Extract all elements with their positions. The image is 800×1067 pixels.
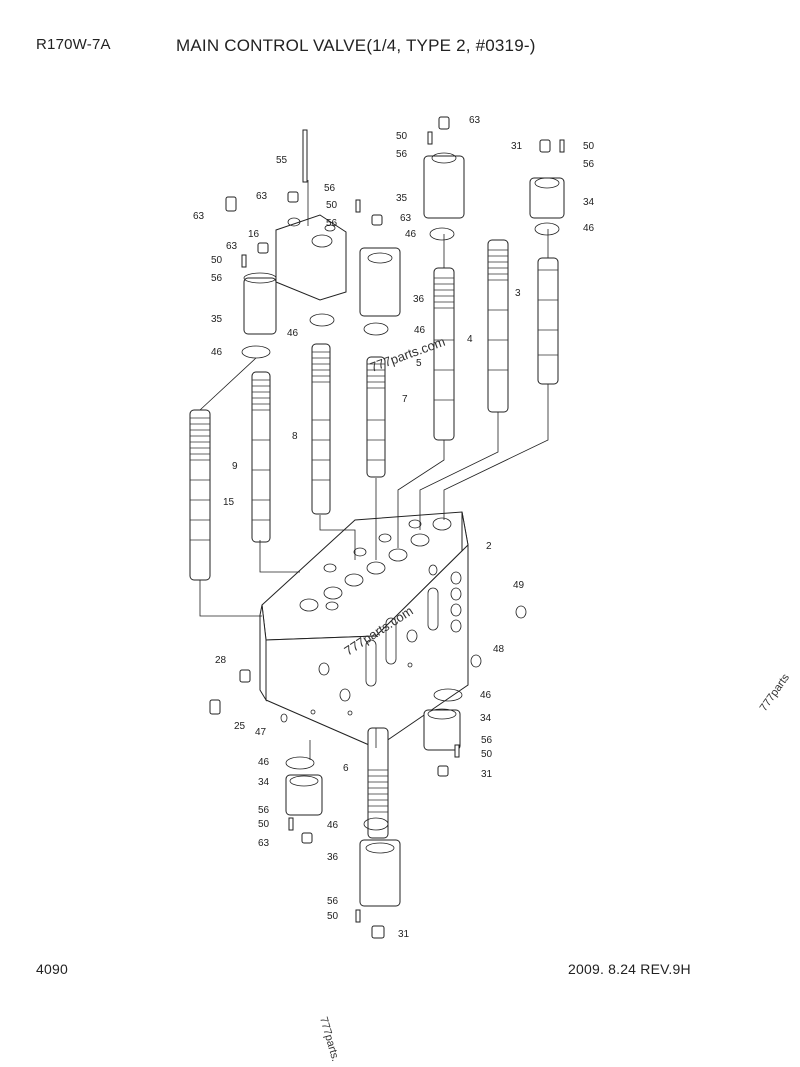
- callout-label: 46: [287, 328, 299, 339]
- callout-label: 36: [327, 852, 339, 863]
- callout-label: 50: [258, 819, 270, 830]
- spool-6: [367, 727, 389, 839]
- callout-label: 56: [324, 183, 336, 194]
- spool-4: [487, 239, 509, 413]
- callout-label: 25: [234, 721, 246, 732]
- callout-label: 4: [467, 334, 473, 345]
- callout-label: 63: [258, 838, 270, 849]
- callout-label: 46: [258, 757, 270, 768]
- callout-label: 50: [211, 255, 223, 266]
- callout-label: 56: [583, 159, 595, 170]
- callout-label: 46: [211, 347, 223, 358]
- callout-label: 63: [400, 213, 412, 224]
- callout-label: 56: [481, 735, 493, 746]
- callout-label: 28: [215, 655, 227, 666]
- callout-label: 5: [416, 358, 422, 369]
- callout-label: 50: [481, 749, 493, 760]
- callout-label: 50: [583, 141, 595, 152]
- callout-label: 2: [486, 541, 492, 552]
- callout-label: 6: [343, 763, 349, 774]
- callout-labels: 63 50 56 55 56 63 50 56 63 35 46 31 50 5…: [193, 115, 595, 940]
- callout-label: 9: [232, 461, 238, 472]
- assembly-lines: [199, 180, 549, 760]
- spool-9: [251, 371, 271, 543]
- page-title: MAIN CONTROL VALVE(1/4, TYPE 2, #0319-): [176, 36, 536, 55]
- callout-label: 8: [292, 431, 298, 442]
- callout-label: 63: [469, 115, 481, 126]
- callout-label: 50: [326, 200, 338, 211]
- callout-label: 46: [327, 820, 339, 831]
- callout-label: 56: [326, 218, 338, 229]
- model-code: R170W-7A: [36, 36, 111, 53]
- cover-34-right: [423, 708, 461, 751]
- watermark-text: 777parts.: [317, 1016, 341, 1063]
- valve-body-housing: [259, 511, 469, 749]
- callout-label: 7: [402, 394, 408, 405]
- cap-35-left: [243, 272, 277, 335]
- callout-label: 63: [226, 241, 238, 252]
- callout-label: 3: [515, 288, 521, 299]
- cover-34-left: [285, 774, 323, 816]
- spool-7: [366, 356, 386, 478]
- callout-label: 50: [396, 131, 408, 142]
- cap-36-upper: [359, 247, 401, 317]
- callout-label: 34: [583, 197, 595, 208]
- callout-label: 55: [276, 155, 288, 166]
- spool-3: [537, 257, 559, 385]
- spool-8: [311, 343, 331, 515]
- page-number: 4090: [36, 961, 68, 977]
- callout-label: 35: [396, 193, 408, 204]
- callout-label: 63: [256, 191, 268, 202]
- callout-label: 31: [511, 141, 523, 152]
- watermark-text: 777parts: [758, 671, 793, 713]
- callout-label: 46: [414, 325, 426, 336]
- callout-label: 31: [398, 929, 410, 940]
- date-revision: 2009. 8.24 REV.9H: [568, 961, 691, 977]
- callout-label: 56: [327, 896, 339, 907]
- callout-label: 56: [396, 149, 408, 160]
- callout-label: 56: [258, 805, 270, 816]
- callout-label: 50: [327, 911, 339, 922]
- callout-label: 47: [255, 727, 267, 738]
- callout-label: 31: [481, 769, 493, 780]
- callout-label: 15: [223, 497, 235, 508]
- callout-label: 46: [583, 223, 595, 234]
- callout-label: 16: [248, 229, 260, 240]
- callout-label: 63: [193, 211, 205, 222]
- callout-label: 35: [211, 314, 223, 325]
- cap-36-lower: [359, 839, 401, 907]
- callout-label: 48: [493, 644, 505, 655]
- callout-label: 34: [480, 713, 492, 724]
- callout-label: 46: [405, 229, 417, 240]
- spool-5: [433, 267, 455, 441]
- o-rings: [241, 222, 560, 831]
- callout-label: 46: [480, 690, 492, 701]
- callout-label: 34: [258, 777, 270, 788]
- spool-15: [189, 409, 211, 581]
- callout-label: 36: [413, 294, 425, 305]
- callout-label: 49: [513, 580, 525, 591]
- cap-35-upper: [423, 152, 465, 219]
- cover-34-upper: [529, 177, 565, 219]
- callout-label: 56: [211, 273, 223, 284]
- plugs-and-bolts: [209, 116, 565, 939]
